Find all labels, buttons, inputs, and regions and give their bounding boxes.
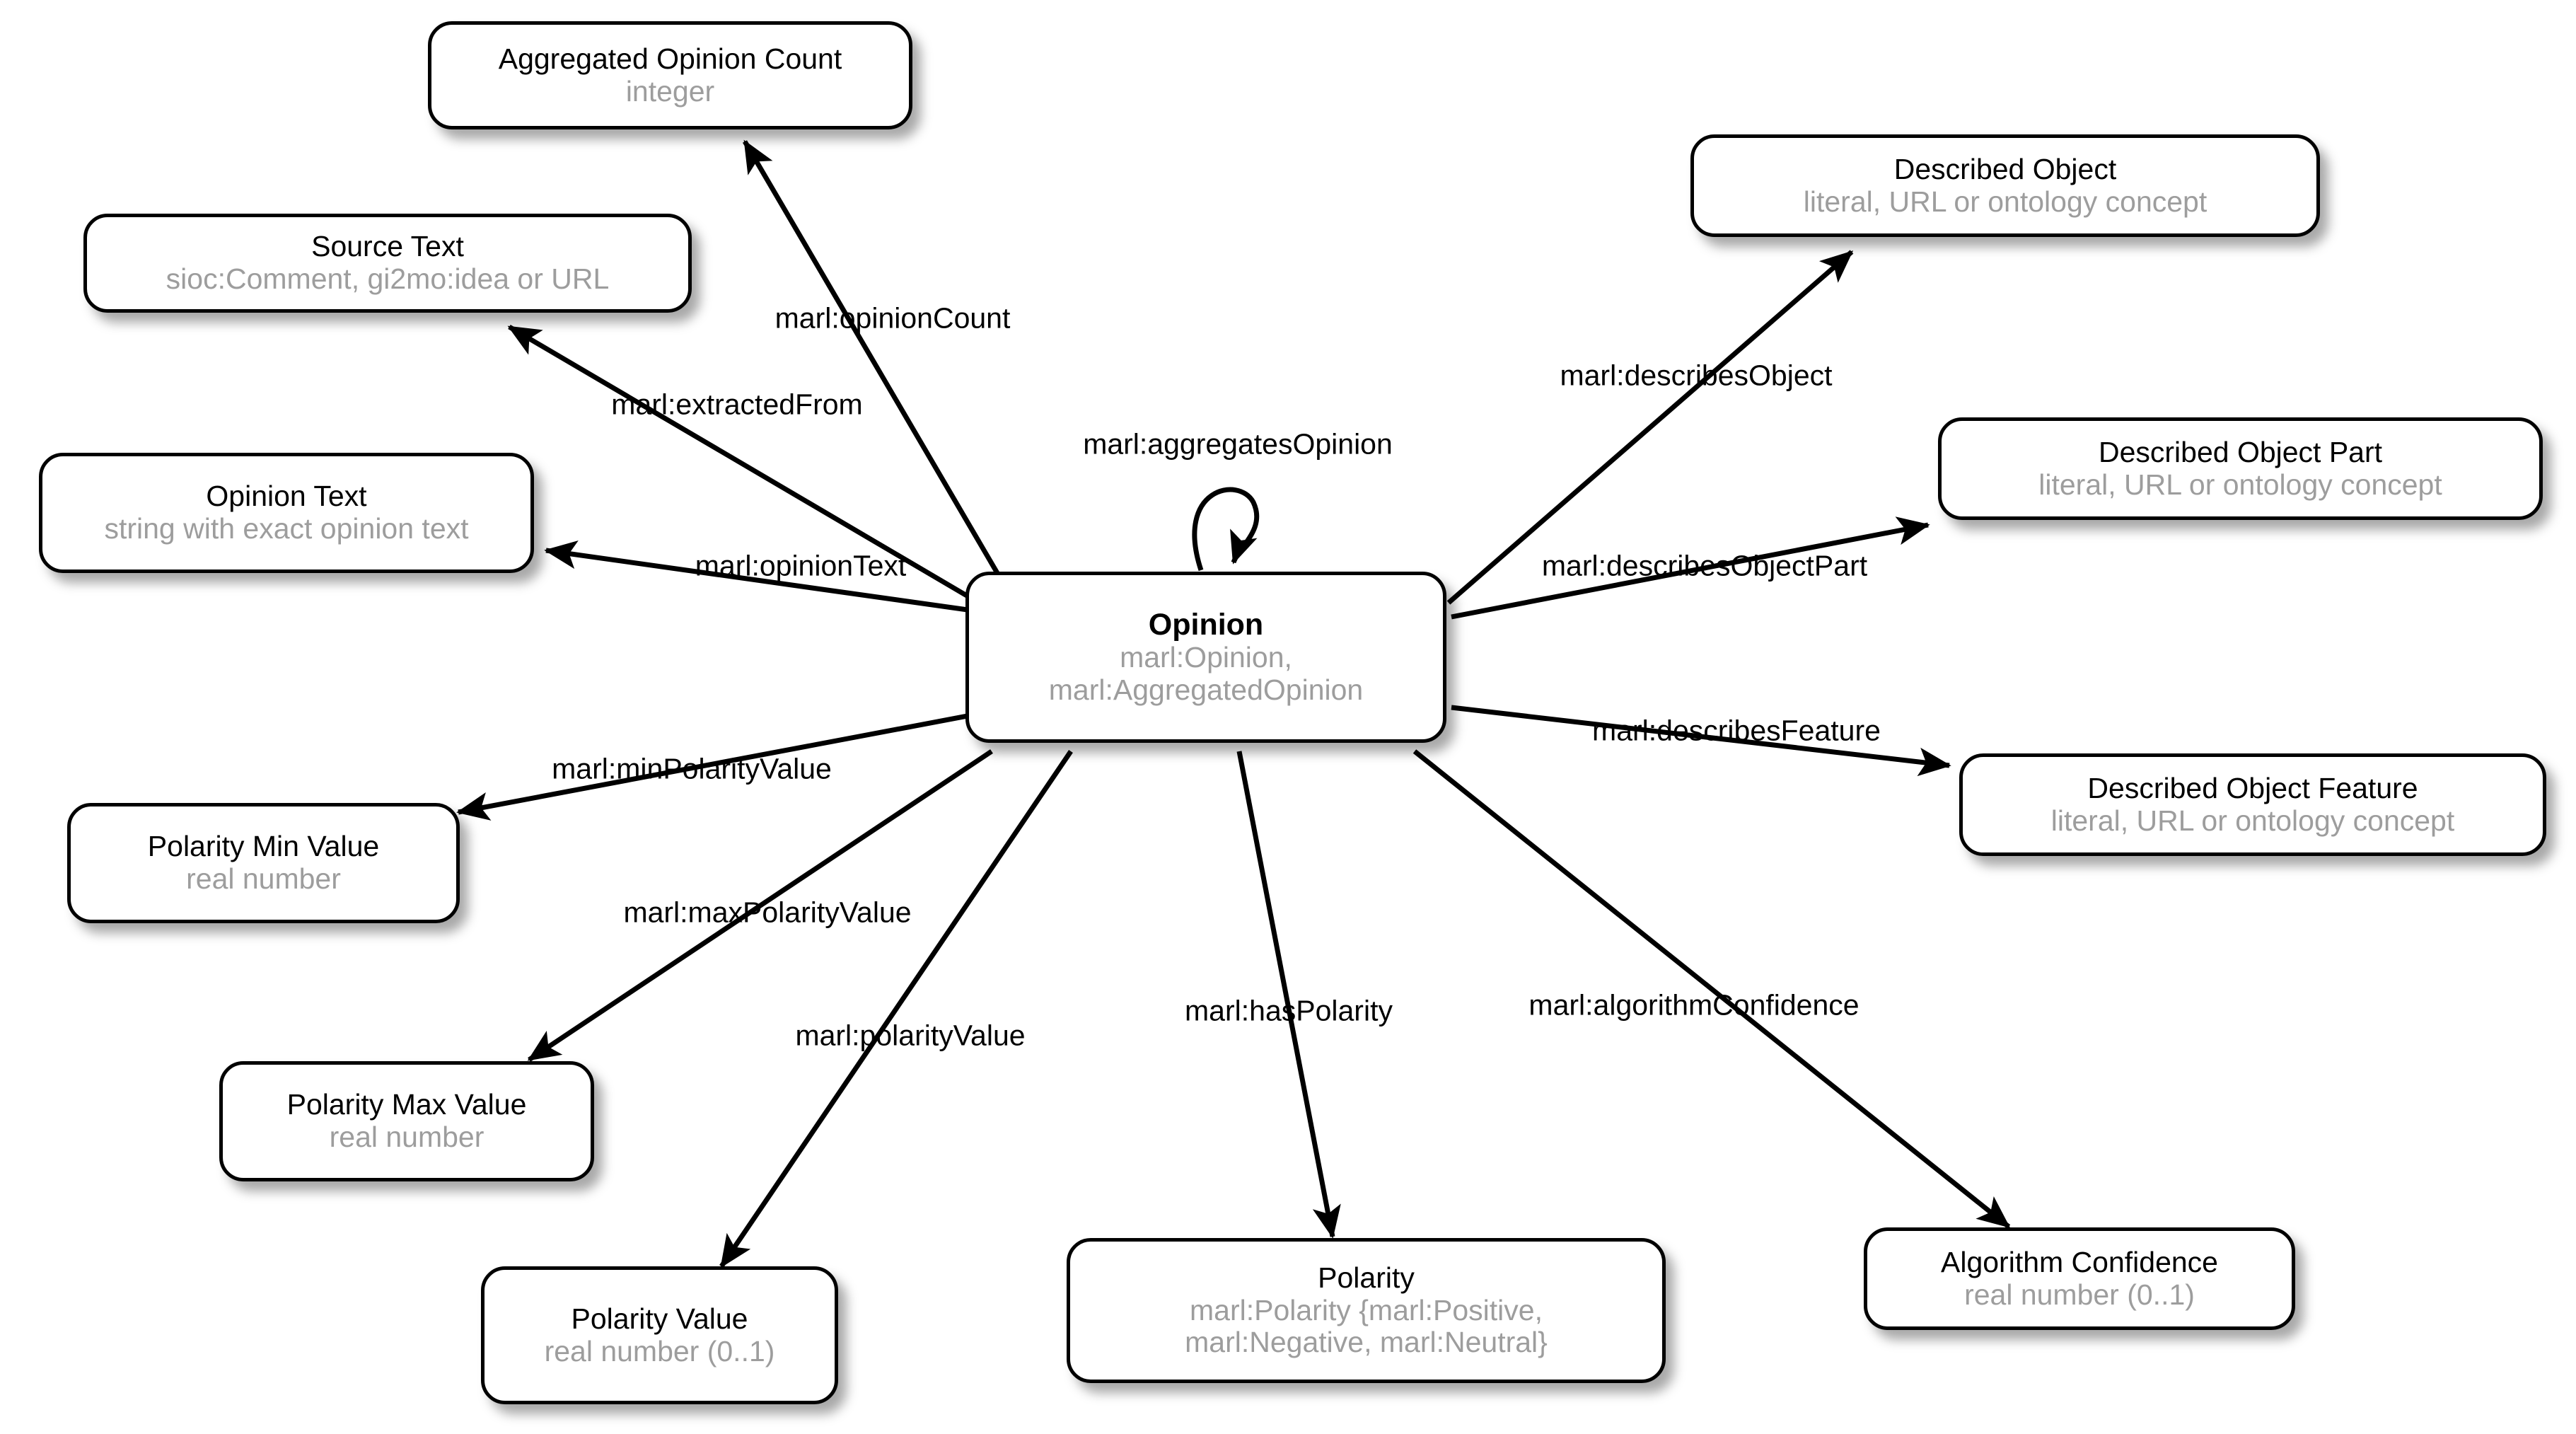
node-described-object-part[interactable]: Described Object Part literal, URL or on… <box>1938 417 2543 520</box>
node-aggregated-opinion-count[interactable]: Aggregated Opinion Count integer <box>428 21 912 129</box>
node-title: Aggregated Opinion Count <box>498 42 842 75</box>
node-subtitle: literal, URL or ontology concept <box>2038 468 2442 501</box>
node-described-object-feature[interactable]: Described Object Feature literal, URL or… <box>1959 753 2546 856</box>
node-title: Opinion <box>1148 608 1264 642</box>
node-title: Described Object Part <box>2098 435 2383 468</box>
node-subtitle: literal, URL or ontology concept <box>2050 804 2455 837</box>
node-subtitle: real number <box>186 862 341 895</box>
edge-label-algorithm-confidence: marl:algorithmConfidence <box>1528 988 1860 1022</box>
node-polarity-max-value[interactable]: Polarity Max Value real number <box>219 1061 594 1181</box>
node-subtitle: real number (0..1) <box>1964 1278 2195 1311</box>
edge-line-opinion-count <box>742 139 1000 574</box>
node-opinion[interactable]: Opinion marl:Opinion, marl:AggregatedOpi… <box>965 572 1446 743</box>
edge-line-polarity-value <box>719 750 1073 1268</box>
node-subtitle-line-1: marl:Polarity {marl:Positive, <box>1190 1293 1543 1326</box>
edge-line-aggregates-opinion <box>1192 487 1260 572</box>
edge-label-opinion-count: marl:opinionCount <box>774 301 1011 335</box>
node-subtitle: literal, URL or ontology concept <box>1803 185 2207 218</box>
node-algorithm-confidence[interactable]: Algorithm Confidence real number (0..1) <box>1864 1227 2295 1330</box>
node-subtitle: integer <box>625 74 715 108</box>
edge-label-max-polarity-value: marl:maxPolarityValue <box>623 896 912 929</box>
node-subtitle: string with exact opinion text <box>104 512 469 545</box>
edge-label-extracted-from: marl:extractedFrom <box>611 388 863 421</box>
node-title: Polarity Min Value <box>147 830 380 863</box>
node-title: Source Text <box>311 230 464 263</box>
node-title: Polarity Value <box>571 1302 748 1335</box>
node-title: Opinion Text <box>206 480 367 513</box>
node-described-object[interactable]: Described Object literal, URL or ontolog… <box>1690 134 2320 237</box>
node-title: Described Object Feature <box>2087 771 2418 804</box>
edge-label-describes-object-part: marl:describesObjectPart <box>1541 549 1868 582</box>
node-subtitle-line-1: marl:Opinion, <box>1120 641 1292 674</box>
node-subtitle: real number <box>329 1121 485 1153</box>
node-polarity-value[interactable]: Polarity Value real number (0..1) <box>481 1266 838 1404</box>
node-subtitle-line-2: marl:AggregatedOpinion <box>1048 673 1364 707</box>
node-title: Polarity Max Value <box>286 1088 527 1121</box>
edge-label-describes-object: marl:describesObject <box>1560 359 1833 392</box>
node-polarity-min-value[interactable]: Polarity Min Value real number <box>67 803 460 923</box>
node-subtitle: sioc:Comment, gi2mo:idea or URL <box>166 262 610 295</box>
node-title: Polarity <box>1318 1261 1415 1294</box>
node-source-text[interactable]: Source Text sioc:Comment, gi2mo:idea or … <box>83 214 692 313</box>
node-opinion-text[interactable]: Opinion Text string with exact opinion t… <box>39 453 534 573</box>
edge-label-has-polarity: marl:hasPolarity <box>1185 994 1393 1027</box>
edge-label-opinion-text: marl:opinionText <box>695 549 907 582</box>
node-subtitle-line-2: marl:Negative, marl:Neutral} <box>1185 1326 1548 1359</box>
edge-label-min-polarity-value: marl:minPolarityValue <box>552 752 832 785</box>
edge-label-describes-feature: marl:describesFeature <box>1592 714 1881 747</box>
node-title: Described Object <box>1893 152 2117 185</box>
edge-label-polarity-value: marl:polarityValue <box>795 1019 1026 1052</box>
edge-label-aggregates-opinion: marl:aggregatesOpinion <box>1083 427 1393 461</box>
node-polarity[interactable]: Polarity marl:Polarity {marl:Positive, m… <box>1067 1238 1666 1383</box>
node-title: Algorithm Confidence <box>1941 1245 2218 1278</box>
node-subtitle: real number (0..1) <box>544 1334 775 1367</box>
